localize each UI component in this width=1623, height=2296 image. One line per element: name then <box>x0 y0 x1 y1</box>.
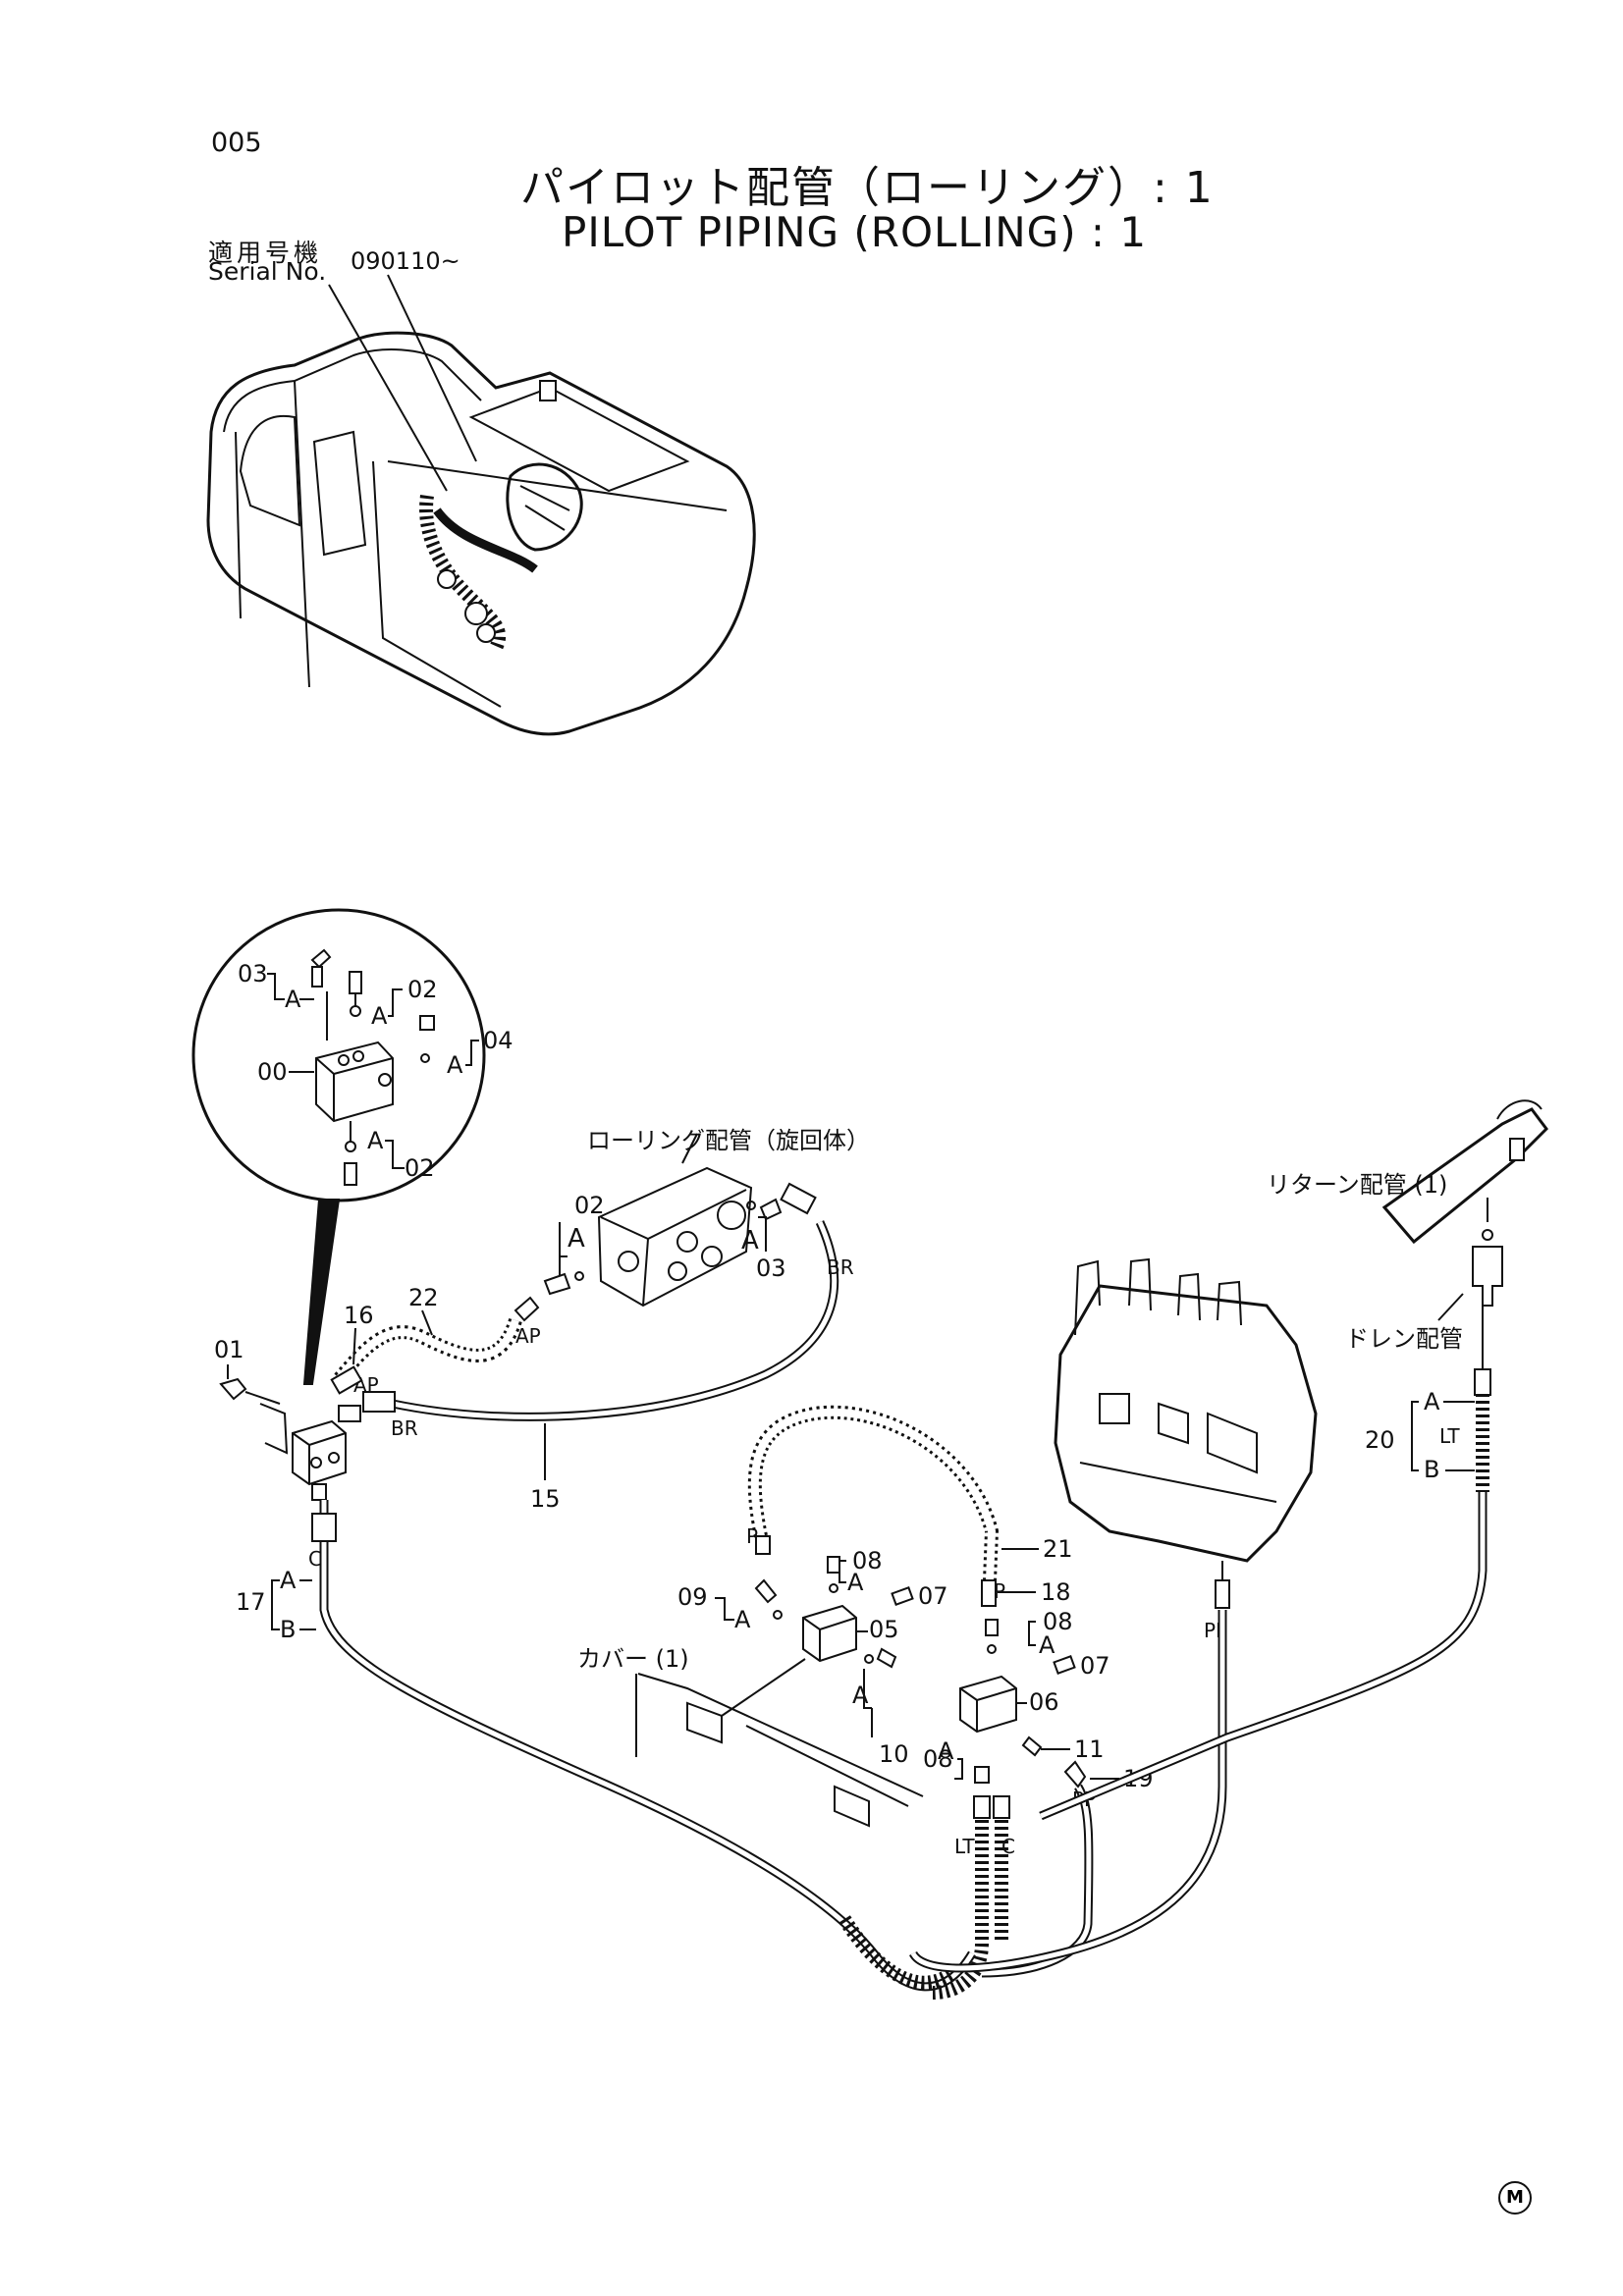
svg-text:A: A <box>447 1051 463 1079</box>
return-piping: A LT B 20 <box>1039 1099 1548 1821</box>
block-06: 18 08 A 07 06 11 08 A <box>923 1578 1110 1784</box>
svg-text:A: A <box>741 1226 759 1255</box>
serial-label-japanese: 適用号機 <box>208 239 323 267</box>
svg-text:A: A <box>1039 1631 1055 1659</box>
svg-text:A: A <box>285 986 301 1013</box>
cover-part <box>635 1658 924 1828</box>
svg-text:A: A <box>371 1002 388 1030</box>
svg-text:10: 10 <box>879 1740 909 1768</box>
svg-text:A: A <box>734 1606 751 1633</box>
valve-detail-circle: 03 A 02 A 04 A 00 A 02 <box>191 908 514 1385</box>
svg-text:A: A <box>938 1737 954 1765</box>
svg-text:09: 09 <box>677 1583 708 1611</box>
svg-text:06: 06 <box>1029 1688 1059 1716</box>
main-valve-block: 01 <box>214 1336 363 1501</box>
svg-text:18: 18 <box>1041 1578 1071 1606</box>
serial-label-english: Serial No. <box>208 257 327 286</box>
svg-text:07: 07 <box>1080 1652 1110 1680</box>
hose-17: C 17 A B <box>236 1500 976 1992</box>
svg-text:03: 03 <box>756 1255 786 1282</box>
svg-text:02: 02 <box>405 1154 435 1182</box>
block-05: 08 A 07 09 A 05 A 10 <box>677 1547 948 1768</box>
svg-text:20: 20 <box>1365 1426 1395 1454</box>
svg-text:15: 15 <box>530 1485 561 1513</box>
svg-text:08: 08 <box>852 1547 883 1575</box>
page-number: 005 <box>211 128 262 158</box>
svg-text:16: 16 <box>344 1302 374 1329</box>
svg-text:22: 22 <box>408 1284 439 1311</box>
svg-text:C: C <box>308 1547 322 1571</box>
title-english: PILOT PIPING (ROLLING) : 1 <box>562 208 1148 256</box>
svg-text:A: A <box>367 1127 384 1154</box>
ap-hose-22: AP AP 22 16 <box>333 1284 541 1397</box>
excavator-overview <box>206 274 756 736</box>
svg-text:11: 11 <box>1074 1735 1105 1763</box>
svg-text:LT: LT <box>954 1835 975 1858</box>
svg-text:08: 08 <box>923 1745 953 1773</box>
svg-text:02: 02 <box>407 976 438 1003</box>
svg-text:A: A <box>847 1569 864 1596</box>
svg-text:A: A <box>568 1224 585 1254</box>
svg-text:00: 00 <box>257 1058 288 1086</box>
svg-text:21: 21 <box>1043 1535 1073 1563</box>
svg-text:C: C <box>1001 1835 1015 1858</box>
title-japanese: パイロット配管（ローリング）: 1 <box>520 163 1215 213</box>
label-rolling-piping: ローリング配管（旋回体） <box>587 1127 870 1154</box>
hose-21: P P 21 <box>746 1405 1073 1603</box>
svg-text:17: 17 <box>236 1588 266 1616</box>
svg-text:B: B <box>1424 1456 1439 1483</box>
corner-mark: M <box>1498 2181 1532 2215</box>
svg-text:03: 03 <box>238 960 268 988</box>
control-valve: PP <box>908 1257 1318 1973</box>
svg-text:01: 01 <box>214 1336 244 1363</box>
svg-text:B: B <box>280 1616 296 1643</box>
svg-text:08: 08 <box>1043 1608 1073 1635</box>
svg-text:BR: BR <box>391 1416 418 1440</box>
hose-bundle: 19 PP LT C <box>932 1760 1154 2000</box>
svg-text:05: 05 <box>869 1616 899 1643</box>
svg-text:P: P <box>746 1524 758 1548</box>
svg-text:A: A <box>1424 1388 1440 1415</box>
svg-text:BR: BR <box>827 1255 854 1279</box>
svg-text:07: 07 <box>918 1582 948 1610</box>
svg-text:LT: LT <box>1439 1424 1460 1448</box>
svg-text:A: A <box>852 1682 869 1709</box>
serial-value: 090110~ <box>351 247 460 275</box>
rolling-valve-assembly: 02 A 03 A <box>514 1133 817 1322</box>
svg-text:04: 04 <box>483 1027 514 1054</box>
svg-text:02: 02 <box>574 1192 605 1219</box>
br-hose-15: BR BR 15 <box>362 1220 854 1513</box>
label-drain-piping: ドレン配管 <box>1345 1325 1463 1353</box>
label-return-piping: リターン配管 (1) <box>1267 1171 1447 1199</box>
label-cover: カバー (1) <box>577 1645 689 1673</box>
svg-text:AP: AP <box>515 1324 541 1348</box>
svg-text:A: A <box>280 1567 297 1594</box>
